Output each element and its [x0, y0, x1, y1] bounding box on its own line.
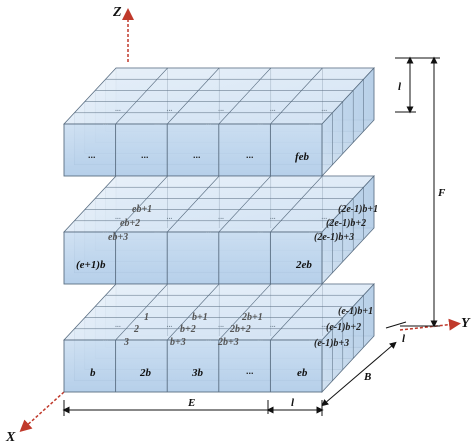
- label-ellipsis-bottom: ...: [246, 366, 254, 376]
- top-ellipsis-4: ...: [246, 150, 254, 160]
- top-layer-inner-ellipsis: ...: [102, 120, 108, 127]
- dimension-l-top: [395, 56, 416, 114]
- label-2b-plus-3: 2b+3: [217, 337, 239, 348]
- label-2e-1-b-plus-1: (2e-1)b+1: [338, 204, 378, 215]
- middle-layer-top-divider: [270, 175, 323, 233]
- bottom-layer-top-divider: [218, 283, 272, 341]
- top-layer-inner-ellipsis: ...: [115, 106, 121, 113]
- top-layer-inner-ellipsis: ...: [206, 120, 212, 127]
- dimension-F: [400, 56, 440, 328]
- top-layer-inner-ellipsis: ...: [257, 120, 263, 127]
- top-layer-top-divider: [115, 67, 168, 125]
- top-layer-top-divider: [166, 67, 220, 125]
- dimension-l-side-label: l: [402, 333, 406, 345]
- top-layer-top-divider: [218, 67, 272, 125]
- x-axis: [19, 391, 65, 433]
- top-layer-front-face: [63, 123, 323, 177]
- dimension-E-label: E: [187, 397, 195, 409]
- label-eb-plus-3: eb+3: [108, 232, 128, 243]
- bottom-layer-inner-ellipsis: ...: [309, 336, 315, 343]
- dimension-l-top-label: l: [398, 81, 402, 93]
- label-b-plus-3: b+3: [170, 337, 186, 348]
- top-layer-inner-ellipsis: ...: [309, 120, 315, 127]
- dimension-l-bottom: [266, 400, 324, 414]
- middle-layer-inner-ellipsis: ...: [257, 228, 263, 235]
- bottom-layer-inner-ellipsis: ...: [321, 322, 327, 329]
- bottom-layer-inner-ellipsis: ...: [167, 322, 173, 329]
- dimension-B-label: B: [363, 371, 371, 383]
- y-axis: [399, 318, 461, 331]
- middle-layer-inner-ellipsis: ...: [206, 228, 212, 235]
- middle-layer-top-divider: [115, 175, 168, 233]
- label-2b: 2b: [139, 367, 152, 379]
- middle-layer-inner-ellipsis: ...: [167, 214, 173, 221]
- layers-group: ........................................…: [63, 66, 375, 394]
- label-3: 3: [123, 337, 129, 348]
- top-layer: ..............................: [63, 66, 375, 178]
- top-layer-inner-ellipsis: ...: [321, 106, 327, 113]
- label-1: 1: [144, 312, 149, 323]
- middle-layer-inner-ellipsis: ...: [309, 228, 315, 235]
- label-b-plus-2: b+2: [180, 324, 196, 335]
- x-axis-label: X: [5, 430, 16, 445]
- middle-layer-inner-ellipsis: ...: [321, 214, 327, 221]
- dimension-l-side: [385, 321, 407, 329]
- z-axis-label: Z: [112, 5, 122, 20]
- label-2b-plus-1: 2b+1: [241, 312, 263, 323]
- label-2eb: 2eb: [295, 259, 312, 271]
- bottom-layer-inner-ellipsis: ...: [102, 336, 108, 343]
- middle-layer-top-divider: [218, 175, 272, 233]
- middle-layer-inner-ellipsis: ...: [270, 214, 276, 221]
- bottom-layer-labels: b 2b 3b ... eb 1 2 3 b+1 b+2 b+3 2b+1 2b…: [90, 306, 373, 379]
- bottom-layer-top-divider: [270, 283, 323, 341]
- middle-layer-inner-ellipsis: ...: [115, 214, 121, 221]
- label-eb: eb: [297, 367, 308, 379]
- label-2e-1-b-plus-3: (2e-1)b+3: [314, 232, 354, 243]
- label-b: b: [90, 367, 96, 379]
- label-2b-plus-2: 2b+2: [229, 324, 251, 335]
- top-layer-inner-ellipsis: ...: [154, 120, 160, 127]
- bottom-layer-inner-ellipsis: ...: [257, 336, 263, 343]
- y-axis-label: Y: [461, 316, 471, 331]
- bottom-layer-inner-ellipsis: ...: [206, 336, 212, 343]
- label-e-1-b-plus-1: (e-1)b+1: [338, 306, 373, 317]
- middle-layer-top-divider: [166, 175, 220, 233]
- label-e-1-b-plus-3: (e-1)b+3: [314, 338, 349, 349]
- top-ellipsis-2: ...: [141, 150, 149, 160]
- label-e-1-b-plus-2: (e-1)b+2: [326, 322, 361, 333]
- dimension-F-label: F: [437, 187, 446, 199]
- middle-layer-inner-ellipsis: ...: [218, 214, 224, 221]
- middle-layer-inner-ellipsis: ...: [102, 228, 108, 235]
- bottom-layer-inner-ellipsis: ...: [154, 336, 160, 343]
- top-layer-top-divider: [270, 67, 323, 125]
- bottom-layer-front-face: [63, 339, 323, 393]
- bottom-layer-top-divider: [115, 283, 168, 341]
- middle-layer: ..............................: [63, 174, 375, 286]
- middle-layer-inner-ellipsis: ...: [154, 228, 160, 235]
- label-eb-plus-1: eb+1: [132, 204, 152, 215]
- middle-layer-labels: (e+1)b 2eb eb+1 eb+2 eb+3 (2e-1)b+1 (2e-…: [76, 204, 378, 271]
- bottom-layer-inner-ellipsis: ...: [115, 322, 121, 329]
- bottom-layer-inner-ellipsis: ...: [270, 322, 276, 329]
- label-b-plus-1: b+1: [192, 312, 208, 323]
- label-2e-1-b-plus-2: (2e-1)b+2: [326, 218, 366, 229]
- label-3b: 3b: [191, 367, 204, 379]
- label-e-plus-1-b: (e+1)b: [76, 259, 106, 271]
- dimension-l-bottom-label: l: [291, 397, 295, 409]
- top-layer-inner-ellipsis: ...: [167, 106, 173, 113]
- bottom-layer-inner-ellipsis: ...: [218, 322, 224, 329]
- dimension-B: [321, 341, 397, 407]
- bottom-layer-top-divider: [166, 283, 220, 341]
- middle-layer-front-face: [63, 231, 323, 285]
- label-feb: feb: [295, 151, 310, 163]
- label-eb-plus-2: eb+2: [120, 218, 140, 229]
- label-2: 2: [133, 324, 139, 335]
- top-ellipsis-3: ...: [193, 150, 201, 160]
- top-layer-labels: ... ... ... ... feb: [88, 150, 310, 163]
- top-layer-inner-ellipsis: ...: [218, 106, 224, 113]
- top-ellipsis-1: ...: [88, 150, 96, 160]
- top-layer-inner-ellipsis: ...: [270, 106, 276, 113]
